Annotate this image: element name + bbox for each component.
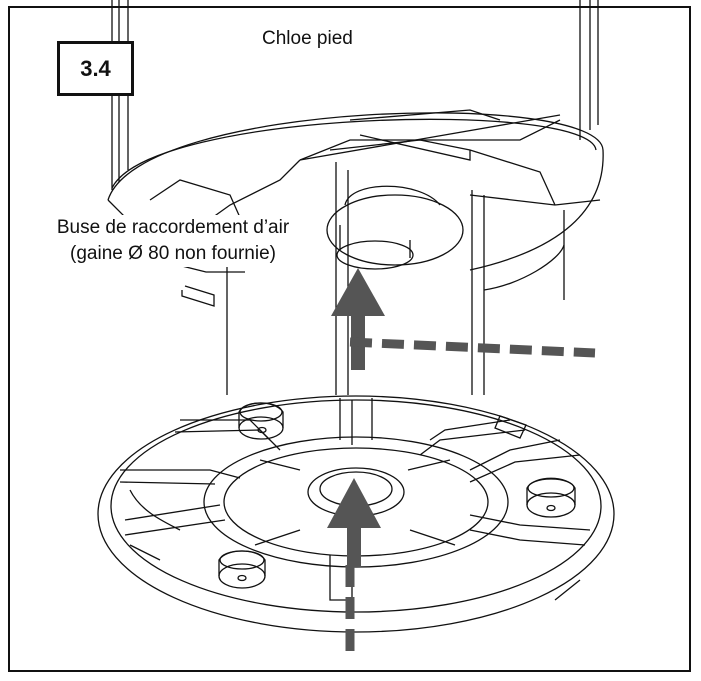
up-arrow-icon	[327, 478, 381, 567]
foot-pad-1	[238, 402, 284, 440]
diagram-frame: 3.4	[8, 6, 691, 672]
step-number: 3.4	[57, 41, 134, 96]
base-plate	[97, 395, 615, 633]
foot-pad-3	[218, 550, 266, 589]
nozzle-callout: Buse de raccordement d’air (gaine Ø 80 n…	[34, 215, 312, 267]
diagram-title: Chloe pied	[262, 28, 353, 49]
top-disc	[107, 109, 604, 307]
callout-line-1: Buse de raccordement d’air	[56, 217, 290, 238]
airflow-arrows	[327, 268, 385, 567]
air-nozzle	[326, 185, 464, 270]
foot-pad-2	[526, 477, 576, 518]
callout-line-2: (gaine Ø 80 non fournie)	[70, 243, 276, 264]
dashed-airflow-icon	[345, 337, 596, 652]
central-column	[226, 162, 565, 395]
